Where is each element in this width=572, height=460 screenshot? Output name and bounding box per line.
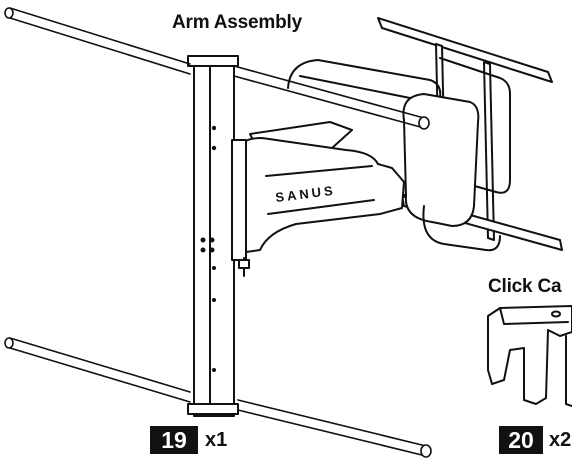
part-number-badge: 19 xyxy=(150,426,198,454)
part-number-badge: 20 xyxy=(499,426,543,454)
support-rods xyxy=(4,7,432,458)
arm-assembly-title: Arm Assembly xyxy=(172,12,302,33)
click-cap-title: Click Ca xyxy=(488,276,562,297)
wall-plate-holes xyxy=(200,125,217,372)
arm-assembly xyxy=(241,59,501,253)
part-quantity: x1 xyxy=(205,429,228,451)
wall-plate xyxy=(187,55,250,417)
brand-label: SANUS xyxy=(275,183,337,205)
part-quantity: x2 xyxy=(549,429,572,451)
click-cap xyxy=(487,305,572,407)
